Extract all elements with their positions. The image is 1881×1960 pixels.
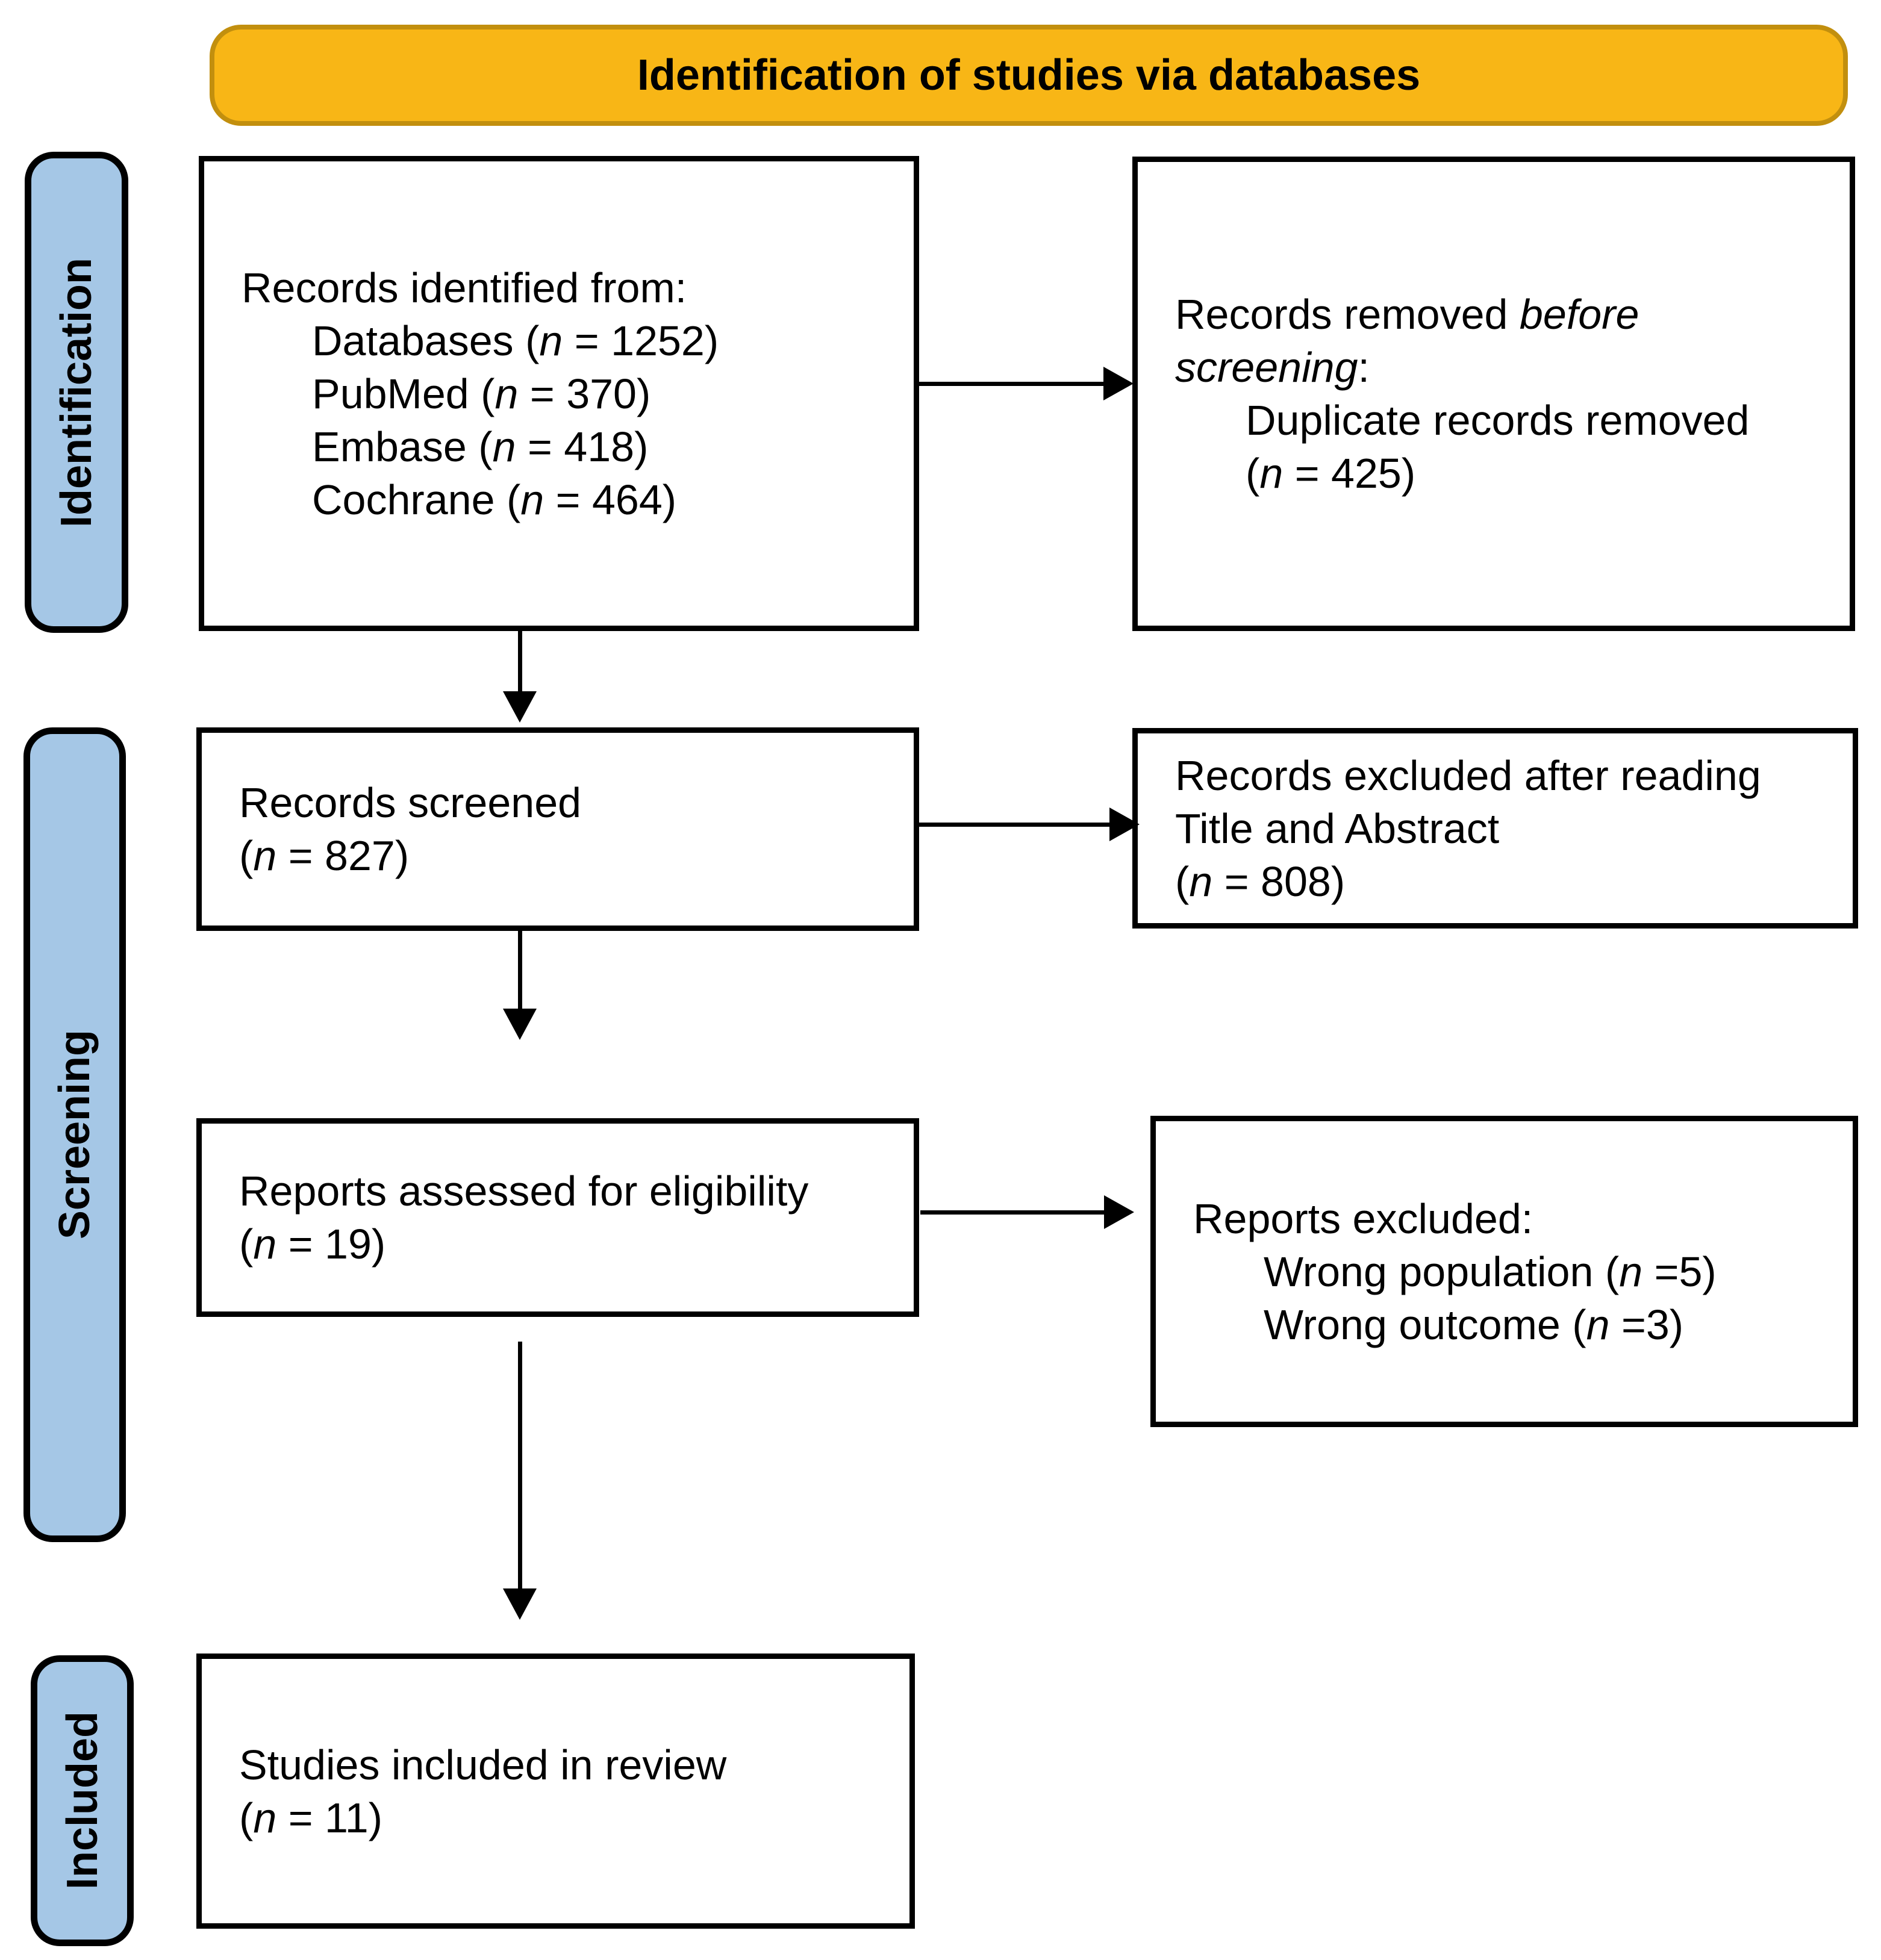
box-records-identified: Records identified from: Databases (n = 1… bbox=[199, 156, 919, 631]
box-reports-assessed-eligibility: Reports assessed for eligibility (n = 19) bbox=[196, 1118, 919, 1317]
stage-label-screening: Screening bbox=[23, 727, 126, 1542]
text-line: Embase (n = 418) bbox=[312, 423, 649, 470]
text-line: Databases (n = 1252) bbox=[312, 317, 719, 364]
stage-screening-text: Screening bbox=[51, 1030, 99, 1240]
arrow-line bbox=[919, 823, 1112, 827]
arrow-head-down-icon bbox=[503, 691, 537, 723]
text-line: (n = 827) bbox=[239, 832, 410, 879]
text-line: PubMed (n = 370) bbox=[312, 370, 651, 417]
text-line: screening: bbox=[1175, 344, 1370, 391]
text-line: Reports assessed for eligibility bbox=[239, 1168, 809, 1215]
arrow-head-down-icon bbox=[503, 1588, 537, 1620]
text-line: (n = 425) bbox=[1246, 450, 1416, 497]
text-line: (n = 19) bbox=[239, 1221, 386, 1268]
text-line: Records screened bbox=[239, 779, 582, 826]
text-line: Records identified from: bbox=[242, 264, 687, 311]
arrow-line bbox=[920, 1210, 1106, 1215]
box-reports-excluded: Reports excluded: Wrong population (n =5)… bbox=[1150, 1116, 1858, 1427]
title-banner: Identification of studies via databases bbox=[210, 25, 1848, 126]
arrow-head-right-icon bbox=[1109, 807, 1140, 841]
text-line: Studies included in review bbox=[239, 1741, 727, 1788]
stage-label-identification: Identification bbox=[25, 152, 128, 633]
box-studies-included-review: Studies included in review (n = 11) bbox=[196, 1654, 915, 1929]
arrow-line bbox=[518, 1342, 522, 1590]
text-line: Reports excluded: bbox=[1193, 1195, 1533, 1242]
text-line: Wrong outcome (n =3) bbox=[1264, 1301, 1684, 1348]
text-line: Wrong population (n =5) bbox=[1264, 1248, 1717, 1295]
arrow-line bbox=[518, 931, 522, 1010]
arrow-head-right-icon bbox=[1104, 1195, 1134, 1229]
title-banner-label: Identification of studies via databases bbox=[637, 51, 1421, 99]
text-line: (n = 11) bbox=[239, 1794, 383, 1841]
box-records-screened: Records screened (n = 827) bbox=[196, 727, 919, 931]
stage-included-text: Included bbox=[58, 1711, 107, 1890]
arrow-line bbox=[518, 631, 522, 694]
text-line: Cochrane (n = 464) bbox=[312, 476, 677, 523]
text-line: Records removed before bbox=[1175, 291, 1639, 338]
arrow-head-down-icon bbox=[503, 1009, 537, 1040]
stage-identification-text: Identification bbox=[52, 257, 101, 527]
text-line: Title and Abstract bbox=[1175, 804, 1500, 852]
box-records-removed-before-screening: Records removed before screening: Duplicat… bbox=[1132, 157, 1855, 631]
text-line: Duplicate records removed bbox=[1246, 397, 1750, 444]
arrow-line bbox=[919, 382, 1106, 386]
arrow-head-right-icon bbox=[1103, 367, 1134, 400]
stage-label-included: Included bbox=[31, 1655, 134, 1946]
text-line: Records excluded after reading bbox=[1175, 751, 1761, 799]
text-line: (n = 808) bbox=[1175, 857, 1346, 905]
